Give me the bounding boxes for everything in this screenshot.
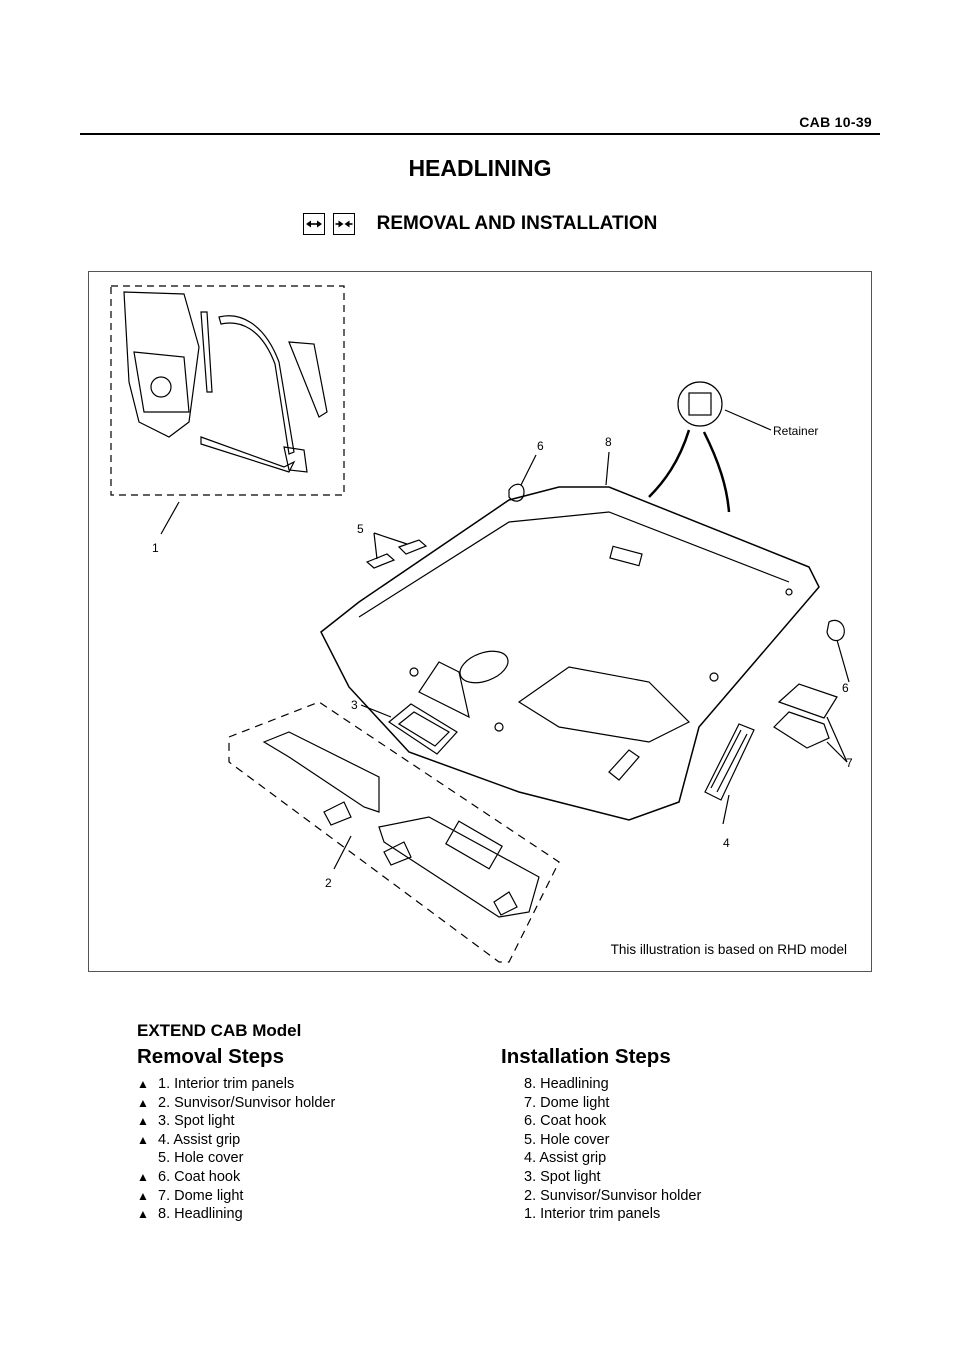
removal-step: ▲1. Interior trim panels <box>137 1076 295 1092</box>
page-number-header: CAB 10-39 <box>799 114 872 130</box>
dome-light-lens <box>773 711 830 749</box>
removal-step: ▲2. Sunvisor/Sunvisor holder <box>137 1094 336 1111</box>
retainer-detail <box>677 381 723 427</box>
important-marker-icon: ▲ <box>137 1077 149 1091</box>
callout-6-rear: 6 <box>842 681 849 695</box>
callout-5: 5 <box>357 522 364 536</box>
installation-step: 6. Coat hook <box>524 1113 607 1130</box>
removal-symbol-icon <box>302 213 325 235</box>
important-marker-icon: ▲ <box>137 1114 149 1129</box>
sunvisor-right <box>378 816 540 918</box>
headlining-illustration: 1 2 3 4 5 6 6 7 8 Retainer This illustra… <box>88 271 872 972</box>
removal-step: 5. Hole cover <box>158 1150 244 1167</box>
installation-step: 4. Assist grip <box>524 1150 607 1167</box>
callout-4: 4 <box>723 836 730 850</box>
pillar-trim <box>288 341 328 418</box>
callout-1: 1 <box>152 541 159 555</box>
callout-retainer: Retainer <box>773 424 818 438</box>
exploded-view-diagram: 1 2 3 4 5 6 6 7 8 Retainer <box>110 285 853 963</box>
assist-grip <box>704 723 755 801</box>
removal-step: ▲7. Dome light <box>137 1187 244 1204</box>
seatbelt-cover <box>200 311 213 393</box>
important-marker-icon: ▲ <box>137 1132 149 1147</box>
illustration-note: This illustration is based on RHD model <box>610 942 847 957</box>
important-marker-icon: ▲ <box>137 1095 149 1110</box>
callout-7: 7 <box>846 756 853 770</box>
callout-3: 3 <box>351 698 358 712</box>
sunvisor-left <box>262 731 380 813</box>
page-subtitle: REMOVAL AND INSTALLATION <box>376 213 658 234</box>
hole-cover-b <box>397 539 428 555</box>
coat-hook-front <box>508 483 525 502</box>
installation-step: 1. Interior trim panels <box>524 1206 661 1223</box>
sunvisor-group-box <box>228 701 560 963</box>
removal-step: ▲4. Assist grip <box>137 1131 241 1148</box>
removal-step: ▲6. Coat hook <box>137 1168 241 1185</box>
model-label: EXTEND CAB Model <box>137 1021 302 1040</box>
header-rule <box>80 133 880 135</box>
dome-light <box>777 683 838 719</box>
callout-2: 2 <box>325 876 332 890</box>
page-title: HEADLINING <box>408 155 552 181</box>
callout-6-front: 6 <box>537 439 544 453</box>
installation-step: 7. Dome light <box>524 1094 610 1111</box>
trim-panels-group-box <box>110 285 345 496</box>
headlining-panel <box>320 486 820 821</box>
installation-steps-list: 8. Headlining 7. Dome light 6. Coat hook… <box>524 1075 701 1224</box>
removal-steps-list: ▲1. Interior trim panels ▲2. Sunvisor/Su… <box>137 1075 335 1224</box>
installation-step: 3. Spot light <box>524 1168 601 1185</box>
installation-symbol-icon <box>332 213 355 235</box>
coat-hook-rear <box>826 619 845 642</box>
rear-quarter-trim-panel <box>123 291 200 438</box>
door-opening-trim <box>218 315 295 455</box>
sunvisor-holder-left <box>323 801 352 826</box>
hole-cover-a <box>365 553 396 569</box>
removal-steps-title: Removal Steps <box>137 1045 284 1068</box>
installation-step: 2. Sunvisor/Sunvisor holder <box>524 1187 702 1204</box>
sunvisor-holder-right <box>383 841 412 866</box>
scuff-plate <box>200 436 296 473</box>
removal-step: ▲3. Spot light <box>137 1113 235 1130</box>
installation-steps-title: Installation Steps <box>501 1045 671 1068</box>
subtitle-row: REMOVAL AND INSTALLATION <box>0 213 960 235</box>
callout-8: 8 <box>605 435 612 449</box>
removal-step: ▲8. Headlining <box>137 1206 243 1223</box>
important-marker-icon: ▲ <box>137 1207 149 1222</box>
spot-light <box>387 703 458 755</box>
installation-step: 8. Headlining <box>524 1076 609 1092</box>
important-marker-icon: ▲ <box>137 1169 149 1184</box>
important-marker-icon: ▲ <box>137 1188 149 1203</box>
installation-step: 5. Hole cover <box>524 1131 610 1148</box>
